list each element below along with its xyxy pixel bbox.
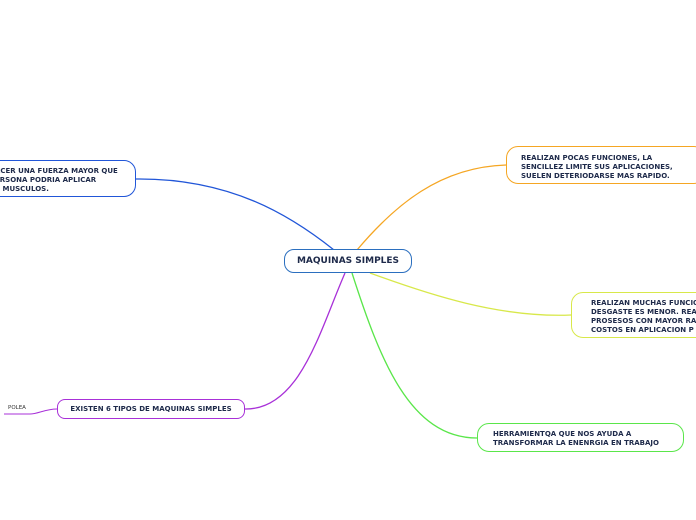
topic-pocas-funciones[interactable]: REALIZAN POCAS FUNCIONES, LA SENCILLEZ L… — [506, 146, 696, 184]
topic-herramienta[interactable]: HERRAMIENTQA QUE NOS AYUDA A TRANSFORMAR… — [477, 423, 684, 452]
connector-polea — [4, 408, 58, 415]
connector-orange — [356, 164, 507, 251]
subtopic-polea[interactable]: POLEA — [8, 405, 26, 411]
central-topic[interactable]: MAQUINAS SIMPLES — [284, 249, 412, 273]
connector-green — [351, 272, 478, 439]
connector-purple — [244, 272, 346, 410]
topic-muchas-funciones[interactable]: REALIZAN MUCHAS FUNCIO DESGASTE ES MENOR… — [571, 292, 696, 338]
topic-tipos-maquinas[interactable]: EXISTEN 6 TIPOS DE MAQUINAS SIMPLES — [57, 399, 245, 419]
connector-left — [135, 178, 335, 251]
connector-yellow — [369, 272, 572, 316]
